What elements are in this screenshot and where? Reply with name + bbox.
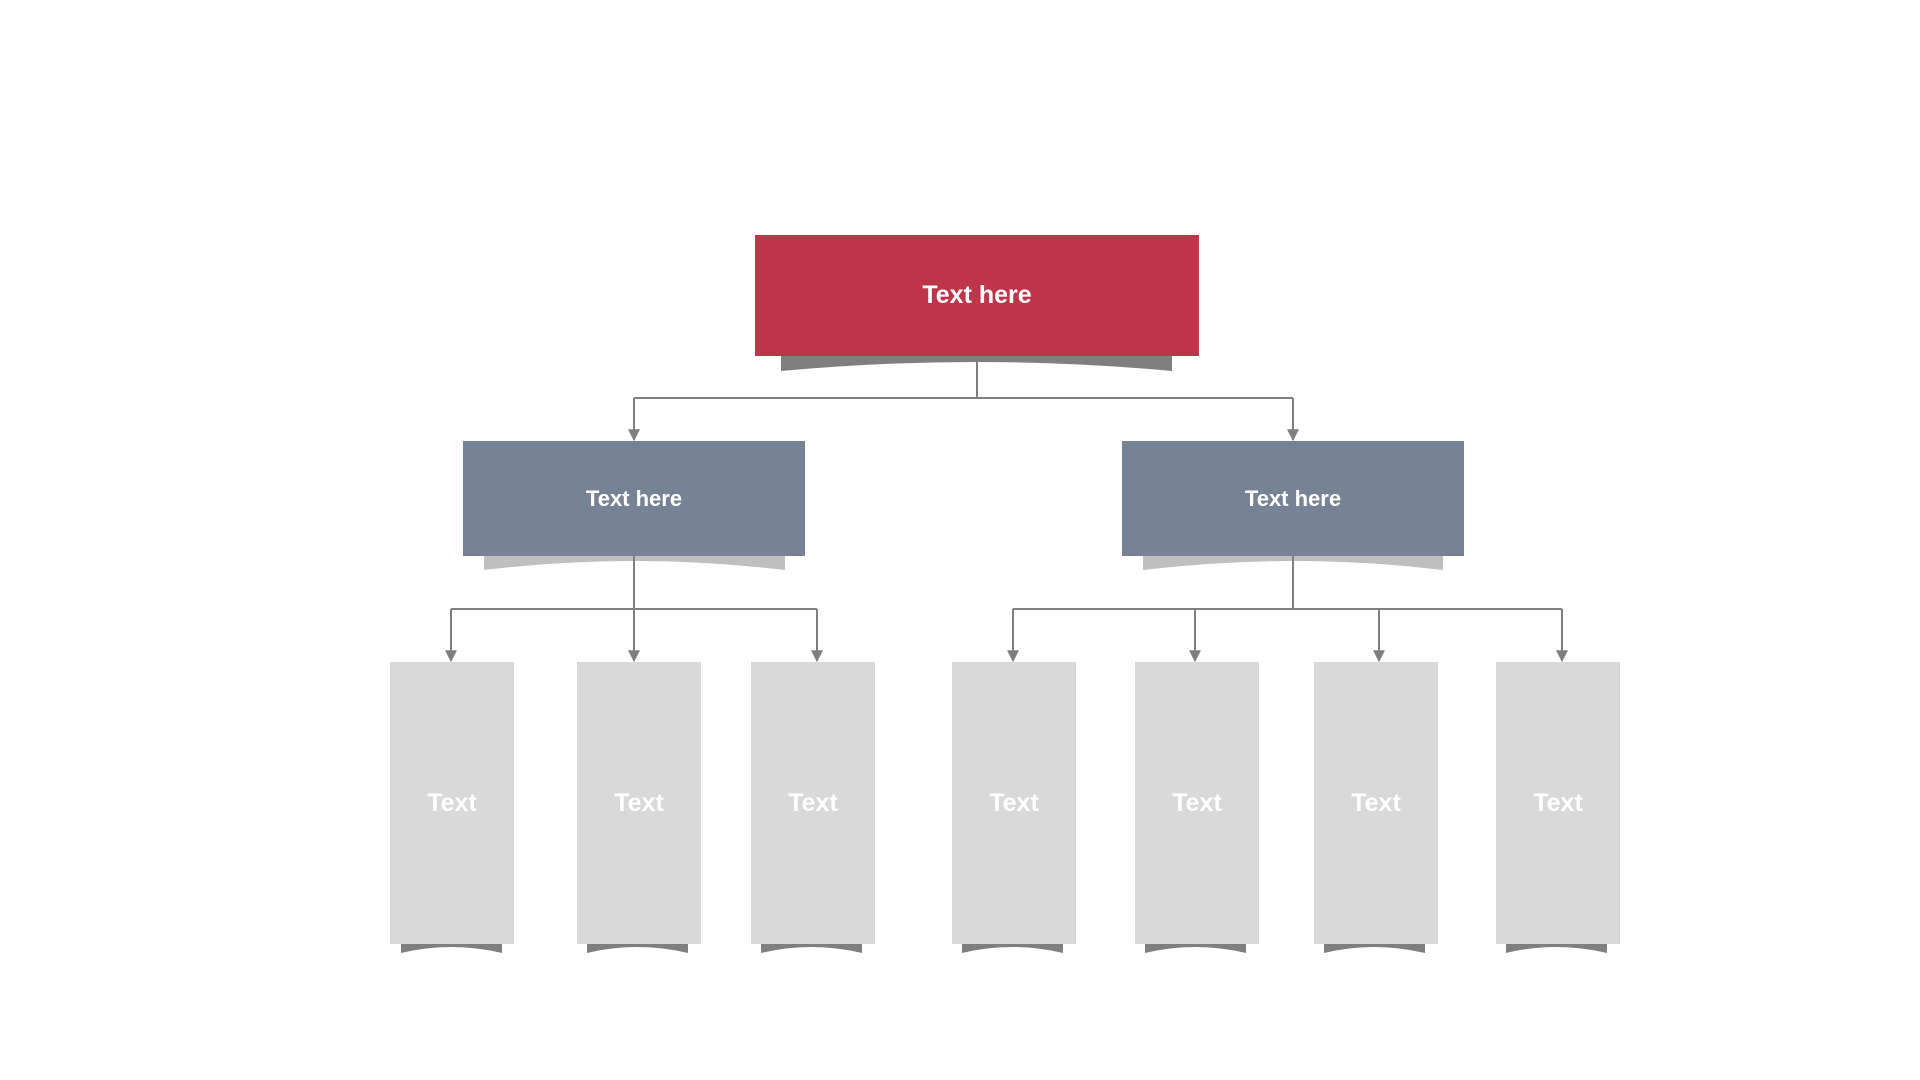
leaf-label-6: Text bbox=[1351, 788, 1401, 817]
right-connectors bbox=[1007, 556, 1568, 663]
leaf-label-4: Text bbox=[989, 788, 1039, 817]
leaf-box-1[interactable]: Text bbox=[390, 662, 514, 944]
left-branch-box[interactable]: Text here bbox=[463, 441, 805, 556]
left-box-shadow bbox=[484, 556, 785, 570]
root-box[interactable]: Text here bbox=[755, 235, 1199, 356]
leaf-box-3[interactable]: Text bbox=[751, 662, 875, 944]
leaf-box-7[interactable]: Text bbox=[1496, 662, 1620, 944]
left-connectors bbox=[445, 556, 823, 663]
leaf-label-3: Text bbox=[788, 788, 838, 817]
right-box-shadow bbox=[1143, 556, 1443, 570]
root-box-label: Text here bbox=[922, 281, 1032, 309]
right-branch-box[interactable]: Text here bbox=[1122, 441, 1464, 556]
leaf-label-7: Text bbox=[1533, 788, 1583, 817]
leaf-shadow-4 bbox=[962, 944, 1063, 953]
leaf-box-4[interactable]: Text bbox=[952, 662, 1076, 944]
leaf-label-5: Text bbox=[1172, 788, 1222, 817]
leaf-label-1: Text bbox=[427, 788, 477, 817]
left-branch-label: Text here bbox=[585, 485, 683, 511]
leaf-shadow-7 bbox=[1506, 944, 1607, 953]
leaf-shadow-5 bbox=[1145, 944, 1246, 953]
leaf-shadow-6 bbox=[1324, 944, 1425, 953]
leaf-box-5[interactable]: Text bbox=[1135, 662, 1259, 944]
leaf-box-2[interactable]: Text bbox=[577, 662, 701, 944]
leaf-label-2: Text bbox=[614, 788, 664, 817]
root-connectors bbox=[628, 356, 1299, 442]
root-box-shadow bbox=[781, 356, 1172, 371]
leaf-shadow-2 bbox=[587, 944, 688, 953]
right-branch-label: Text here bbox=[1244, 485, 1342, 511]
leaf-shadows bbox=[401, 944, 1607, 953]
leaf-shadow-3 bbox=[761, 944, 862, 953]
leaf-box-6[interactable]: Text bbox=[1314, 662, 1438, 944]
leaf-shadow-1 bbox=[401, 944, 502, 953]
